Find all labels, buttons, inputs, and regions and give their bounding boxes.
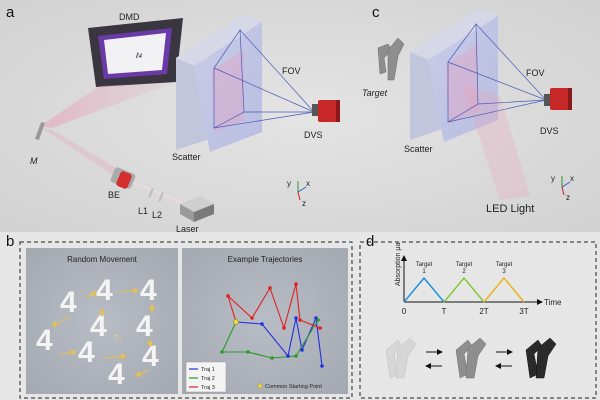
digit-copy: 4 [60, 286, 77, 319]
trajectory-points [220, 282, 324, 368]
scatter-label-c: Scatter [404, 144, 433, 154]
panel-b-letter: b [6, 233, 14, 250]
l1-label: L1 [138, 206, 148, 216]
legend-traj1: Traj 1 [201, 367, 215, 373]
axis-y-c: y [551, 174, 555, 183]
t0-label: T₀ [114, 335, 121, 342]
traj2-line [221, 319, 319, 359]
axis-z-c: z [566, 193, 570, 202]
target3-pulse [483, 276, 525, 303]
dmd-pattern: ℓ4 [135, 51, 143, 60]
target2-num: 2 [462, 269, 466, 275]
axis-x-c: x [570, 174, 574, 183]
fov-label-c: FOV [526, 68, 545, 78]
led-label: LED Light [486, 203, 534, 215]
mirror-label: M [30, 156, 38, 166]
sequence-arrows [425, 349, 513, 369]
digit-copy: 4 [142, 340, 159, 373]
fov-label-a: FOV [282, 66, 301, 76]
digit-copy: 4 [140, 274, 157, 307]
start-point-label: Common Starting Point [265, 384, 322, 390]
led-cone [462, 84, 530, 200]
mirror-beam [42, 128, 130, 180]
digit-copy: 4 [96, 274, 113, 307]
dvs-label-c: DVS [540, 126, 559, 136]
target1-pulse [403, 276, 445, 303]
digit-copy: 4 [90, 310, 107, 343]
trajectory-legend: Traj 1 Traj 2 Traj 3 [185, 361, 227, 393]
panel-a-letter: a [6, 4, 15, 21]
common-start-point [233, 319, 239, 325]
legend-traj2: Traj 2 [201, 376, 215, 382]
scatter-slab-c [410, 8, 498, 142]
dvs-camera-a [312, 100, 340, 122]
dvs-camera-c [544, 88, 572, 110]
tick-T: T [442, 307, 447, 316]
target3-title: Target [496, 262, 513, 268]
dvs-label-a: DVS [304, 130, 323, 140]
target2-title: Target [456, 262, 473, 268]
dmd-label: DMD [119, 12, 140, 22]
target-shape-2 [455, 337, 487, 379]
panel-c-letter: c [372, 4, 380, 21]
lens-l2 [158, 191, 164, 203]
be-label: BE [108, 190, 120, 200]
target-label-c: Target [362, 88, 388, 98]
dmd-device: ℓ4 [88, 18, 183, 87]
dmd-beam [40, 82, 176, 128]
mirror [35, 121, 45, 141]
target-shape-1 [385, 337, 417, 379]
beam-expander [110, 167, 136, 189]
laser-label: Laser [176, 224, 199, 234]
d-xlabel: Time [544, 298, 562, 307]
trajectories-title: Example Trajectories [228, 255, 303, 264]
d-ylabel: Absorption μa [395, 243, 402, 286]
tick-0: 0 [402, 307, 407, 316]
movement-arrows [51, 287, 155, 377]
target-shape-3 [525, 337, 557, 379]
traj3-line [226, 283, 321, 330]
target-object [377, 37, 405, 81]
fov-lines-c [447, 22, 547, 123]
fov-lines-a [213, 28, 315, 129]
tick-3T: 3T [519, 307, 528, 316]
target1-num: 1 [422, 269, 426, 275]
digit-copy: 4 [36, 324, 53, 357]
digit-copies: 4 4 4 4 4 4 4 4 4 [36, 274, 159, 391]
axes-c [561, 176, 571, 196]
axis-z-a: z [302, 199, 306, 208]
axes-a [297, 181, 307, 201]
target3-num: 3 [502, 269, 506, 275]
digit-copy: 4 [78, 336, 95, 369]
laser-path [110, 167, 214, 222]
target2-pulse [443, 276, 485, 303]
lens-l1 [148, 187, 154, 199]
digit-copy: 4 [108, 358, 125, 391]
digit-copy: 4 [136, 310, 153, 343]
laser-device [180, 196, 214, 222]
axis-y-a: y [287, 179, 291, 188]
start-point-legend-marker [257, 383, 263, 389]
target1-title: Target [416, 262, 433, 268]
tick-2T: 2T [479, 307, 488, 316]
random-movement-title: Random Movement [67, 255, 138, 264]
panel-b-frame [19, 241, 353, 399]
scatter-label-a: Scatter [172, 152, 201, 162]
l2-label: L2 [152, 210, 162, 220]
legend-traj3: Traj 3 [201, 385, 215, 391]
axis-x-a: x [306, 179, 310, 188]
